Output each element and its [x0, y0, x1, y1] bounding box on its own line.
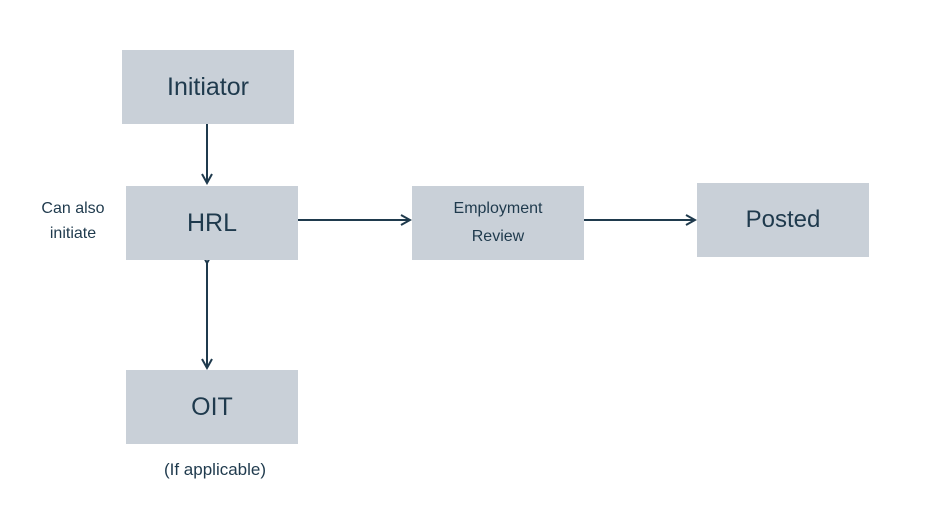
can-also-line2: initiate	[49, 225, 97, 242]
oit-node: OIT	[126, 370, 298, 444]
employment-review-node: Employment Review	[412, 186, 584, 260]
posted-label: Posted	[745, 206, 821, 233]
if-applicable-note: (If applicable)	[163, 460, 267, 479]
posted-node: Posted	[697, 183, 869, 257]
oit-label: OIT	[191, 392, 233, 421]
hrl-label: HRL	[186, 208, 237, 237]
employment-review-label-line2: Review	[471, 228, 525, 245]
can-also-line1: Can also	[41, 200, 105, 217]
can-also-initiate-note: Can also initiate	[28, 196, 118, 246]
hrl-node: HRL	[126, 186, 298, 260]
initiator-label: Initiator	[167, 72, 249, 101]
employment-review-label-line1: Employment	[453, 200, 543, 217]
initiator-node: Initiator	[122, 50, 294, 124]
